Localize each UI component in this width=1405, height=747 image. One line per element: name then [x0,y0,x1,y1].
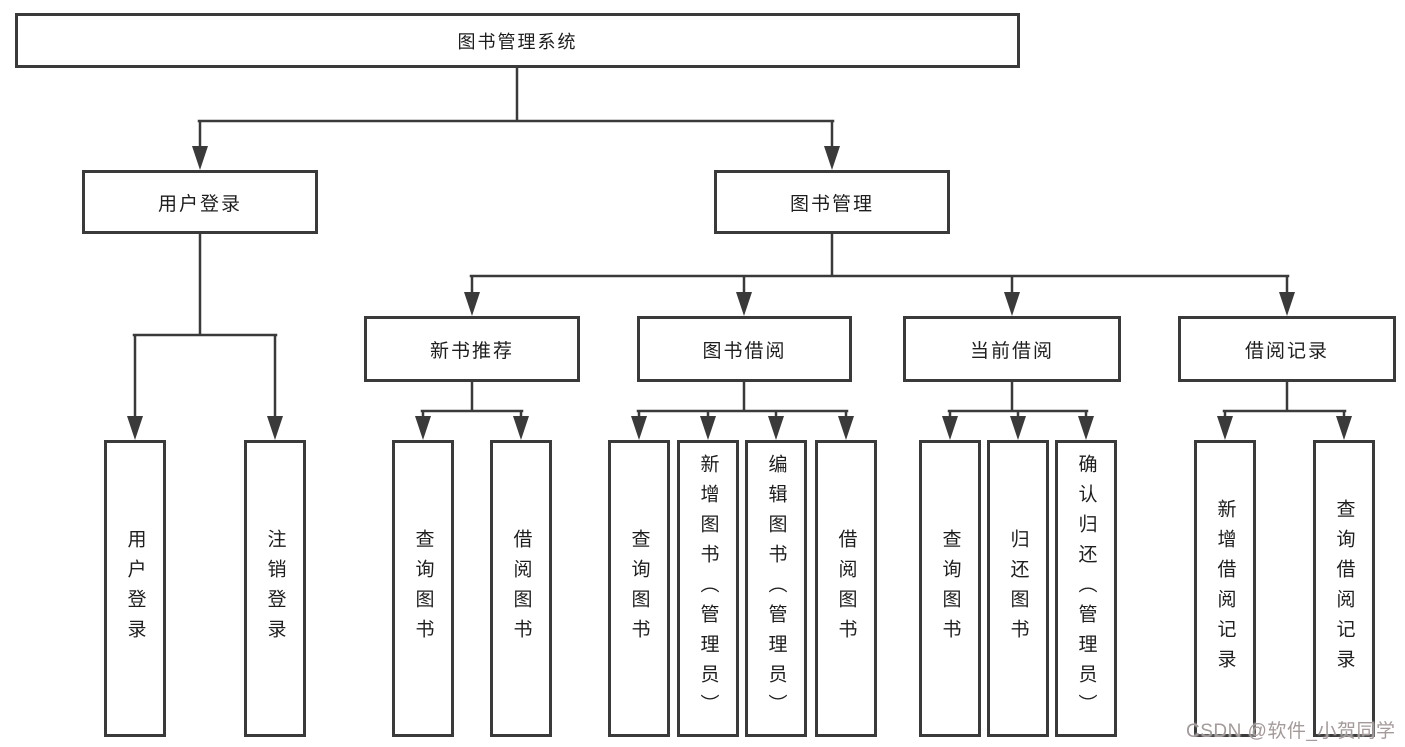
arrow-down-icon [631,416,647,440]
arrow-down-icon [1217,416,1233,440]
leaf-user-login: 用户登录 [104,440,166,737]
arrow-down-icon [768,416,784,440]
leaf-edit-books-admin: 编辑图书（管理员） [745,440,807,737]
leaf-label: 查询图书 [939,528,961,649]
leaf-label: 新增借阅记录 [1214,498,1236,679]
leaf-label: 借阅图书 [510,528,532,649]
leaf-borrow-books-1: 借阅图书 [490,440,552,737]
connector-bookborrow-to-leaves [631,380,854,440]
arrow-down-icon [1010,416,1026,440]
leaf-query-books-1: 查询图书 [392,440,454,737]
leaf-label: 查询图书 [412,528,434,649]
node-label: 图书管理系统 [457,31,578,52]
leaf-query-borrow-record: 查询借阅记录 [1313,440,1375,737]
leaf-query-books-2: 查询图书 [608,440,670,737]
leaf-add-books-admin: 新增图书（管理员） [677,440,739,737]
node-label: 借阅记录 [1244,340,1329,362]
arrow-down-icon [1078,416,1094,440]
arrow-down-icon [513,416,529,440]
arrow-down-icon [1279,292,1295,316]
arrow-down-icon [267,416,283,440]
arrow-down-icon [824,146,840,170]
connector-borrowrecord-to-leaves [1217,380,1352,440]
leaf-logout: 注销登录 [244,440,306,737]
leaf-borrow-books-2: 借阅图书 [815,440,877,737]
arrow-down-icon [942,416,958,440]
leaf-label: 新增图书（管理员） [697,453,719,724]
node-label: 图书借阅 [702,340,787,362]
arrow-down-icon [192,146,208,170]
leaf-label: 查询图书 [628,528,650,649]
connector-currentborrow-to-leaves [942,380,1094,440]
arrow-down-icon [700,416,716,440]
leaf-label: 注销登录 [264,528,286,649]
leaf-label: 查询借阅记录 [1333,498,1355,679]
arrow-down-icon [464,292,480,316]
arrow-down-icon [1336,416,1352,440]
leaf-return-books: 归还图书 [987,440,1049,737]
leaf-add-borrow-record: 新增借阅记录 [1194,440,1256,737]
arrow-down-icon [415,416,431,440]
node-borrow-record: 借阅记录 [1178,316,1396,382]
node-user-login: 用户登录 [82,170,318,234]
node-label: 当前借阅 [969,340,1054,362]
node-book-management: 图书管理 [714,170,950,234]
arrow-down-icon [127,416,143,440]
leaf-label: 归还图书 [1007,528,1029,649]
arrow-down-icon [838,416,854,440]
node-new-book-recommend: 新书推荐 [364,316,580,382]
connector-newbook-to-leaves [415,380,529,440]
node-root: 图书管理系统 [15,13,1020,68]
connector-bookmgmt-to-level3 [464,232,1295,316]
node-label: 图书管理 [789,193,874,215]
arrow-down-icon [736,292,752,316]
leaf-label: 借阅图书 [835,528,857,649]
leaf-query-books-3: 查询图书 [919,440,981,737]
node-label: 新书推荐 [429,340,514,362]
node-current-borrow: 当前借阅 [903,316,1121,382]
leaf-confirm-return-admin: 确认归还（管理员） [1055,440,1117,737]
node-label: 用户登录 [157,193,242,215]
csdn-watermark: CSDN @软件_小贺同学 [1186,721,1396,742]
node-book-borrow: 图书借阅 [637,316,852,382]
leaf-label: 用户登录 [124,528,146,649]
connector-root-to-level2 [192,66,840,170]
connector-userlogin-to-leaves [127,232,283,440]
arrow-down-icon [1004,292,1020,316]
leaf-label: 确认归还（管理员） [1075,453,1097,724]
leaf-label: 编辑图书（管理员） [765,453,787,724]
